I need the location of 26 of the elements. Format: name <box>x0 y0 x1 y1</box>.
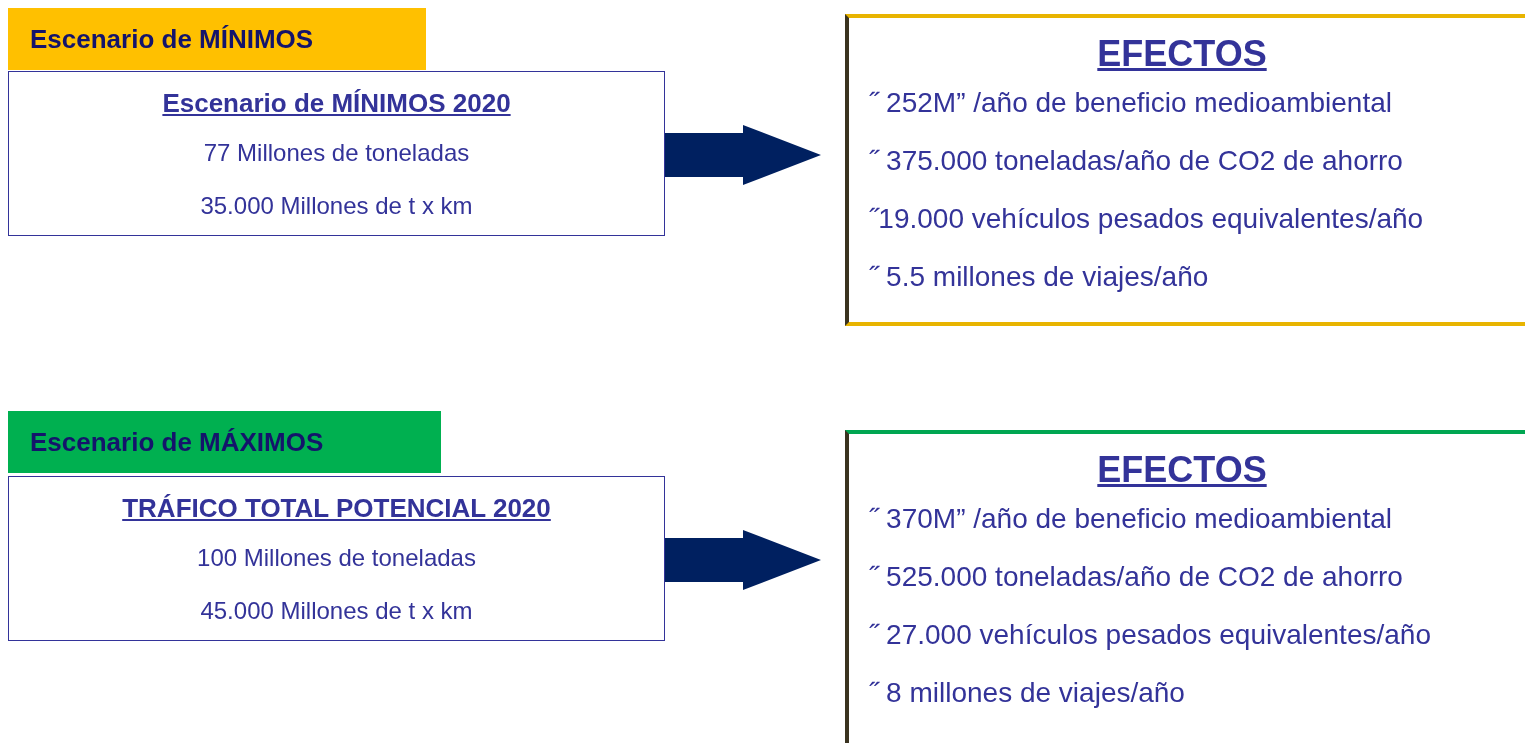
scenario-figure: 100 Millones de toneladas <box>197 543 476 573</box>
scenario-figure: 77 Millones de toneladas <box>203 138 470 168</box>
scenario-heading: TRÁFICO TOTAL POTENCIAL 2020 <box>122 492 551 525</box>
block-arrow <box>665 125 821 185</box>
effects-box <box>845 14 1525 326</box>
tab-title: Escenario de MÍNIMOS <box>30 23 314 55</box>
effect-item: ˝ 5.5 millones de viajes/año <box>868 260 1210 294</box>
scenario-box <box>8 476 665 641</box>
effect-item: ˝19.000 vehículos pesados equivalentes/año <box>868 202 1425 236</box>
scenario-heading: Escenario de MÍNIMOS 2020 <box>162 87 511 120</box>
scenario-figure: 35.000 Millones de t x km <box>200 191 473 221</box>
scenario-tab <box>8 8 426 70</box>
tab-title: Escenario de MÁXIMOS <box>30 426 324 458</box>
effects-heading: EFECTOS <box>1097 448 1267 492</box>
effect-item: ˝ 252M” /año de beneficio medioambiental <box>868 86 1393 120</box>
effect-item: ˝ 27.000 vehículos pesados equivalentes/año <box>868 618 1432 652</box>
scenario-tab <box>8 411 441 473</box>
scenario-box <box>8 71 665 236</box>
scenario-figure: 45.000 Millones de t x km <box>200 596 473 626</box>
block-arrow <box>665 530 821 590</box>
effects-box <box>845 430 1525 743</box>
effect-item: ˝ 370M” /año de beneficio medioambiental <box>868 502 1393 536</box>
effect-item: ˝ 8 millones de viajes/año <box>868 676 1186 710</box>
effect-item: ˝ 375.000 toneladas/año de CO2 de ahorro <box>868 144 1404 178</box>
effect-item: ˝ 525.000 toneladas/año de CO2 de ahorro <box>868 560 1404 594</box>
effects-heading: EFECTOS <box>1097 32 1267 76</box>
